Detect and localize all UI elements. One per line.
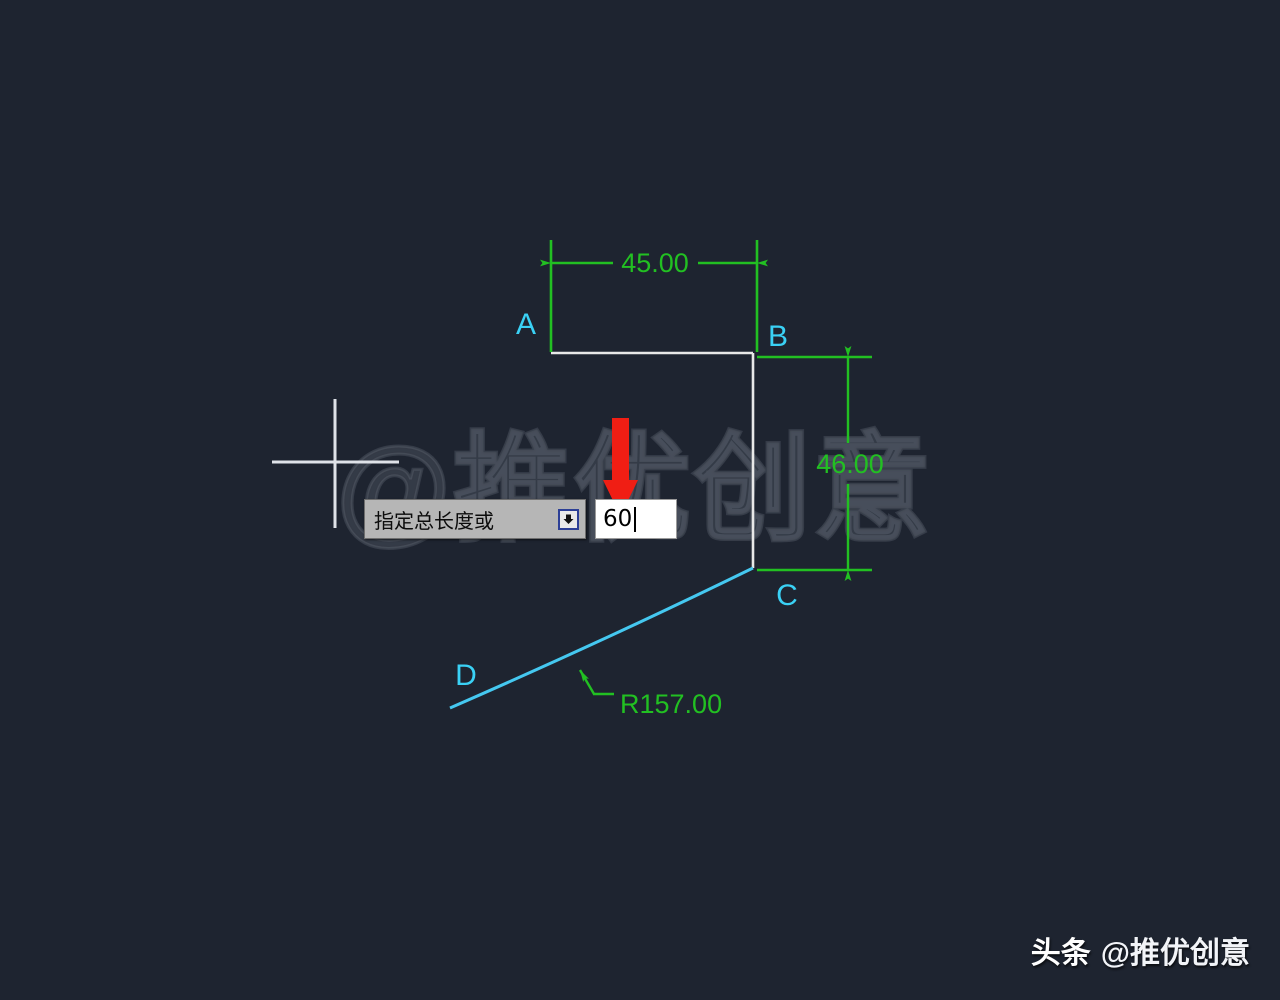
chevron-down-glyph	[563, 514, 574, 524]
point-label-b: B	[768, 320, 788, 353]
vertical-dimension-text: 46.00	[816, 449, 884, 479]
horizontal-dimension-group	[540, 240, 768, 352]
text-caret	[634, 506, 637, 532]
dynamic-input-value: 60	[603, 506, 633, 532]
dynamic-input-prompt-label: 指定总长度或	[374, 508, 494, 533]
dynamic-input-field[interactable]: 60	[595, 499, 677, 539]
point-label-d: D	[455, 659, 477, 692]
polyline-geometry	[551, 351, 755, 568]
radius-dimension-text: R157.00	[620, 689, 722, 719]
arc-cd	[449, 566, 754, 710]
point-label-a: A	[516, 308, 536, 341]
leader-line-angled	[578, 669, 596, 695]
horizontal-dimension-text: 45.00	[621, 248, 689, 278]
vertical-dimension-group	[757, 346, 872, 581]
chevron-down-icon[interactable]	[558, 508, 579, 530]
dynamic-input-prompt: 指定总长度或	[364, 499, 586, 539]
point-label-c: C	[776, 579, 798, 612]
radius-leader-group	[578, 669, 614, 696]
down-arrow-icon	[603, 418, 638, 516]
crosshair-cursor	[272, 399, 399, 528]
